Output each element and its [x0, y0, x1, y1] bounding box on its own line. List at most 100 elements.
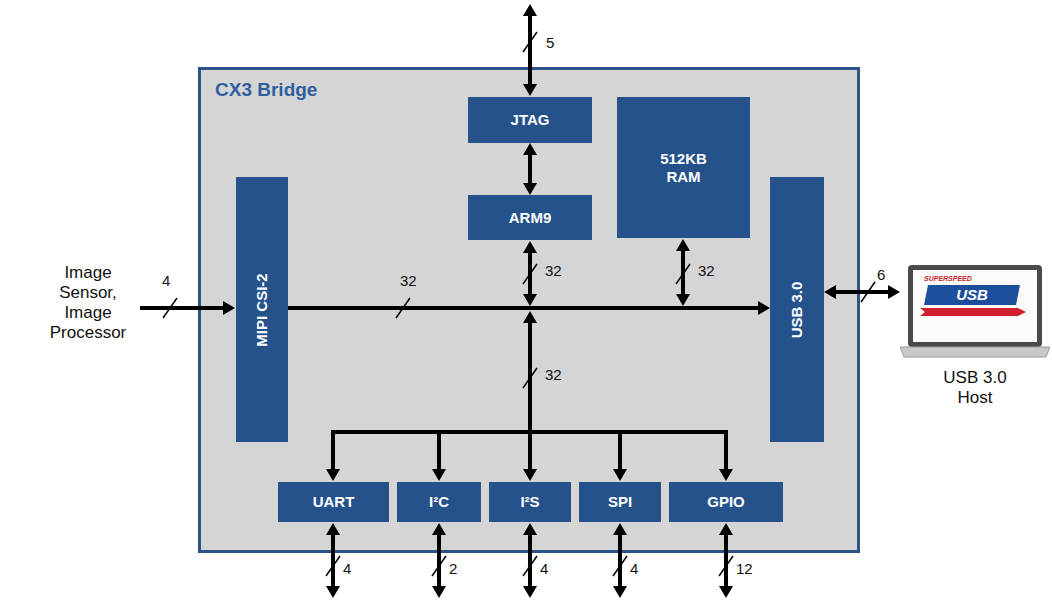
width-slash — [523, 368, 537, 388]
width-slash — [676, 264, 690, 284]
arrow-head — [523, 183, 537, 195]
bus-lines — [140, 4, 733, 598]
block-label: UART — [313, 493, 355, 511]
arrow-head — [719, 586, 733, 598]
arrow-head — [719, 469, 733, 481]
chip-title: CX3 Bridge — [215, 79, 317, 101]
arrow-head — [523, 84, 537, 96]
input-source-label: Image Sensor, Image Processor — [45, 263, 131, 343]
arrow-head — [432, 469, 446, 481]
bus-connector — [288, 301, 770, 315]
block-label: JTAG — [511, 111, 550, 129]
laptop-screen-frame — [908, 265, 1042, 347]
block-label: SPI — [608, 493, 632, 511]
bus-width: 32 — [698, 262, 715, 279]
bus-line — [724, 432, 728, 469]
bus-line — [437, 432, 441, 469]
width-slash — [523, 32, 537, 52]
width-slash — [432, 556, 446, 576]
bus-width: 4 — [630, 560, 638, 577]
arrow-head — [523, 311, 537, 323]
arrow-head — [432, 586, 446, 598]
width-slash — [523, 264, 537, 284]
arrow-head — [523, 143, 537, 155]
width-slash — [719, 556, 733, 576]
bus-width: 4 — [162, 272, 170, 289]
arrow-head — [888, 285, 900, 299]
arrow-head — [523, 469, 537, 481]
arrow-head — [613, 586, 627, 598]
bus-width: 6 — [877, 266, 885, 283]
jtag-block: JTAG — [468, 97, 592, 143]
arrow-head — [326, 586, 340, 598]
arrow-head — [613, 469, 627, 481]
connector-line — [288, 306, 758, 310]
logo-text: USB — [924, 285, 1020, 304]
cpu-block: ARM9 — [468, 195, 592, 240]
connector-line — [528, 155, 532, 183]
block-label: I²S — [520, 493, 539, 511]
bus-width: 32 — [545, 366, 562, 383]
spi-block: SPI — [579, 482, 661, 522]
width-slash — [613, 556, 627, 576]
width-slash — [326, 556, 340, 576]
block-label: GPIO — [707, 493, 745, 511]
laptop-illustration — [900, 265, 1050, 360]
bus-line — [618, 535, 622, 586]
bus-connector — [824, 285, 900, 299]
width-slash — [163, 298, 177, 318]
bus-line — [331, 432, 335, 469]
bus-width: 32 — [545, 262, 562, 279]
arrow-head — [523, 586, 537, 598]
usb-logo-swoosh — [920, 308, 1026, 316]
bus-line — [528, 535, 532, 586]
arrow-head — [613, 523, 627, 535]
mipi-block: MIPI CSI-2 — [236, 177, 288, 442]
bus-line — [528, 432, 532, 469]
block-label: ARM9 — [509, 209, 552, 227]
bus-line — [140, 306, 223, 310]
logo-text: SUPERSPEED — [924, 275, 994, 283]
ram-block: 512KB RAM — [617, 97, 750, 238]
block-label: 512KB RAM — [652, 150, 716, 186]
bus-line — [724, 535, 728, 586]
arrow-head — [676, 294, 690, 306]
arrow-head — [523, 294, 537, 306]
block-label: MIPI CSI-2 — [253, 273, 271, 346]
uart-block: UART — [278, 482, 389, 522]
laptop-base — [900, 347, 1050, 357]
bus-connector — [523, 143, 537, 195]
arrow-head — [432, 523, 446, 535]
block-label: I²C — [429, 493, 449, 511]
arrow-head — [523, 4, 537, 16]
arrow-head — [719, 523, 733, 535]
usb-logo-plate — [924, 285, 1020, 305]
i2s-block: I²S — [489, 482, 571, 522]
arrow-head — [523, 523, 537, 535]
bus-line — [618, 432, 622, 469]
arrow-head — [676, 239, 690, 251]
bus-line — [437, 535, 441, 586]
bus-line — [528, 16, 532, 84]
bus-width-slashes — [163, 32, 875, 576]
bus-width: 32 — [400, 272, 417, 289]
i2c-block: I²C — [397, 482, 481, 522]
bus-line — [331, 535, 335, 586]
bus-width: 5 — [546, 34, 554, 51]
laptop-screen — [913, 270, 1037, 342]
arrow-head — [326, 523, 340, 535]
arrow-head — [523, 241, 537, 253]
arrow-head — [223, 301, 235, 315]
block-label: USB 3.0 — [788, 281, 806, 338]
bus-width: 4 — [540, 560, 548, 577]
host-label: USB 3.0 Host — [933, 368, 1017, 408]
bus-width: 4 — [343, 560, 351, 577]
arrow-head — [758, 301, 770, 315]
arrow-head — [824, 285, 836, 299]
width-slash — [523, 556, 537, 576]
connector-line — [836, 290, 888, 294]
bus-width: 12 — [736, 560, 753, 577]
usb-block: USB 3.0 — [770, 177, 824, 442]
arrow-head — [326, 469, 340, 481]
